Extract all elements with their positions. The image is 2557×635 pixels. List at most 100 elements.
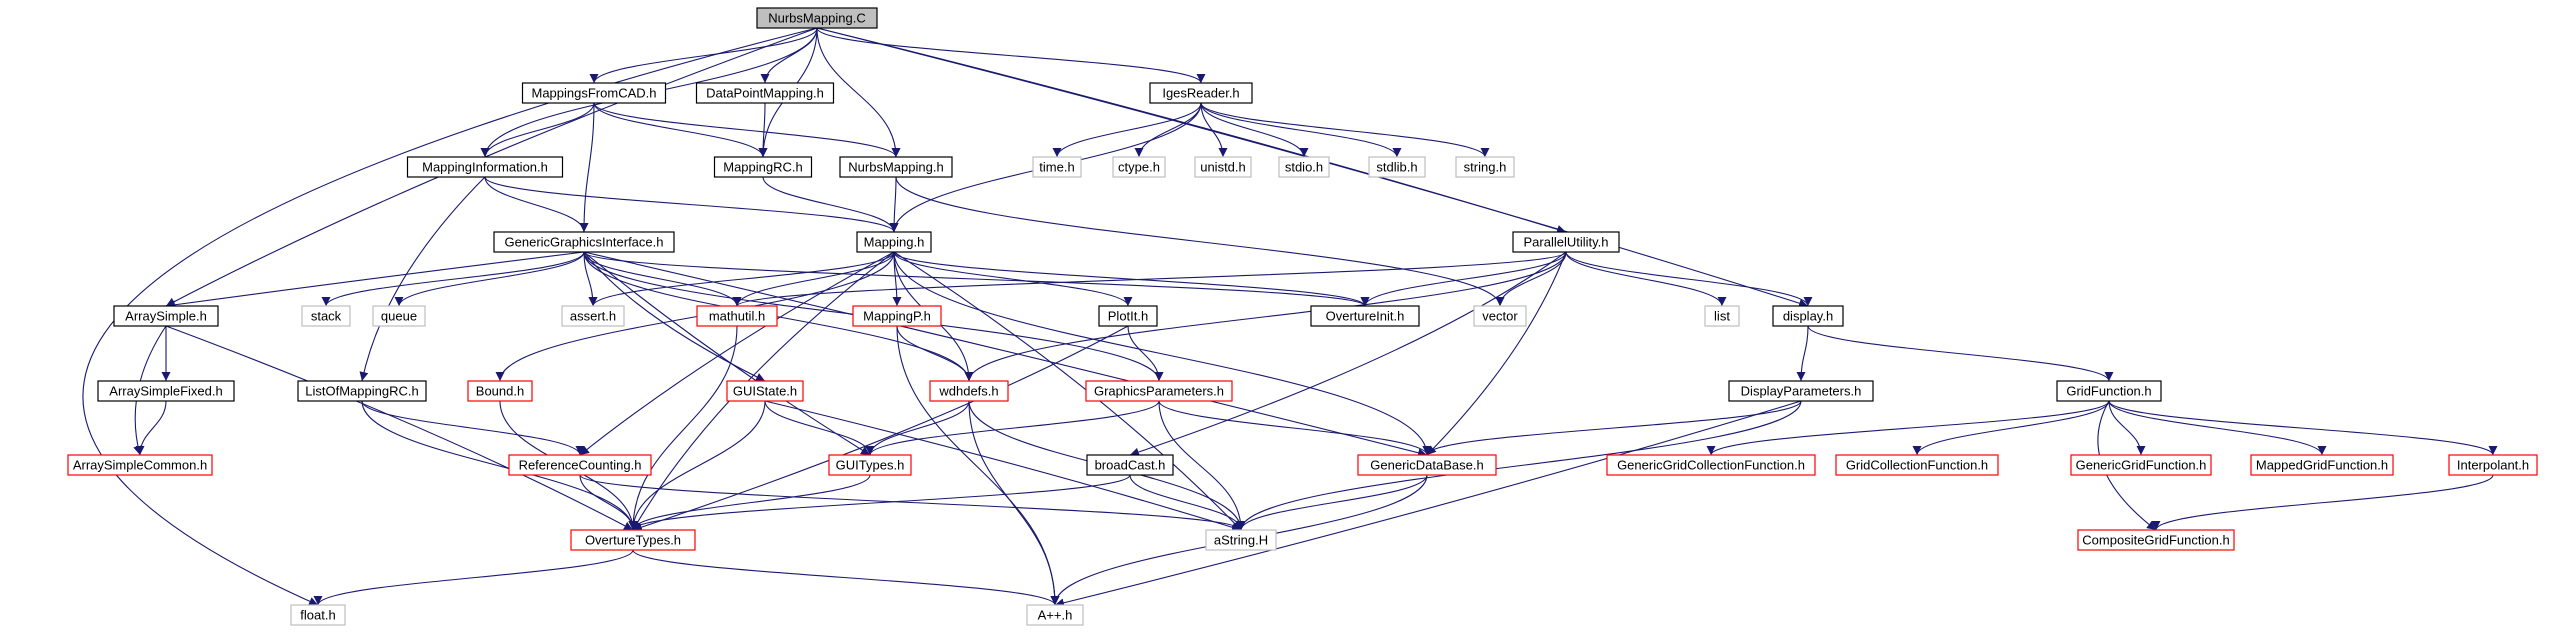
node-unistdh: unistd.h	[1194, 156, 1252, 178]
node-label-stringh: string.h	[1464, 159, 1507, 174]
node-root[interactable]: NurbsMapping.C	[756, 7, 878, 29]
node-box-bound	[467, 380, 533, 402]
edge-guitypes-to-otypes	[628, 474, 871, 531]
edge-minfo-to-ggi	[484, 176, 589, 233]
edge-lomrc-to-otypes	[361, 400, 638, 531]
edge-putil-to-display	[1565, 251, 1813, 307]
node-box-refcount	[508, 454, 652, 476]
node-box-vector	[1473, 305, 1527, 327]
edge-ggi-to-guitypes	[583, 251, 871, 456]
node-mappingp[interactable]: MappingP.h	[852, 305, 942, 327]
node-label-stdioh: stdio.h	[1285, 159, 1323, 174]
node-gcf[interactable]: GridCollectionFunction.h	[1835, 454, 1999, 476]
node-asimple[interactable]: ArraySimple.h	[113, 305, 219, 327]
node-box-gridfn	[2056, 380, 2162, 402]
node-mfcad[interactable]: MappingsFromCAD.h	[521, 82, 667, 104]
edge-interp-to-cgf	[2151, 474, 2494, 531]
node-dpm[interactable]: DataPointMapping.h	[695, 82, 835, 104]
node-label-floath: float.h	[300, 607, 335, 622]
node-label-oinit: OvertureInit.h	[1326, 308, 1405, 323]
node-box-wdhdefs	[929, 380, 1009, 402]
edge-root-to-iges	[816, 27, 1206, 84]
edge-root-to-putil	[816, 27, 1567, 234]
node-box-display	[1772, 305, 1844, 327]
node-label-bound: Bound.h	[476, 383, 524, 398]
edge-mfcad-to-minfo	[480, 102, 595, 158]
node-nurbs[interactable]: NurbsMapping.h	[839, 156, 953, 178]
edge-dpm-to-mrc	[758, 102, 768, 158]
node-box-root	[756, 7, 878, 29]
node-box-queue	[372, 305, 426, 327]
node-display[interactable]: display.h	[1772, 305, 1844, 327]
node-label-astring: aString.H	[1214, 532, 1268, 547]
node-interp[interactable]: Interpolant.h	[2448, 454, 2538, 476]
node-label-interp: Interpolant.h	[2457, 457, 2529, 472]
node-gparams[interactable]: GraphicsParameters.h	[1085, 380, 1233, 402]
node-box-iges	[1149, 82, 1253, 104]
node-box-mathutil	[696, 305, 778, 327]
node-mgf[interactable]: MappedGridFunction.h	[2250, 454, 2394, 476]
node-box-stringh	[1455, 156, 1515, 178]
node-mrc[interactable]: MappingRC.h	[713, 156, 813, 178]
edge-plotit-to-otypes	[632, 325, 1129, 532]
node-lomrc[interactable]: ListOfMappingRC.h	[297, 380, 427, 402]
node-label-otypes: OvertureTypes.h	[585, 532, 681, 547]
node-broadcast[interactable]: broadCast.h	[1086, 454, 1174, 476]
node-box-cgf	[2077, 529, 2235, 551]
edge-asimple-to-otypes	[165, 325, 634, 531]
edge-mapping-to-gdb	[893, 251, 1432, 456]
edge-putil-to-broadcast	[1129, 251, 1567, 457]
node-ggi[interactable]: GenericGraphicsInterface.h	[493, 231, 675, 253]
node-box-putil	[1512, 231, 1620, 253]
node-putil[interactable]: ParallelUtility.h	[1512, 231, 1620, 253]
node-label-unistdh: unistd.h	[1200, 159, 1246, 174]
node-cgf[interactable]: CompositeGridFunction.h	[2077, 529, 2235, 551]
edge-otypes-to-floath	[313, 549, 634, 606]
node-label-ggcf: GenericGridCollectionFunction.h	[1617, 457, 1805, 472]
node-label-wdhdefs: wdhdefs.h	[938, 383, 998, 398]
node-box-astring	[1205, 529, 1277, 551]
node-dparams[interactable]: DisplayParameters.h	[1728, 380, 1874, 402]
node-otypes[interactable]: OvertureTypes.h	[570, 529, 696, 551]
node-wdhdefs[interactable]: wdhdefs.h	[929, 380, 1009, 402]
edge-lomrc-to-refcount	[361, 400, 585, 456]
node-label-asfixed: ArraySimpleFixed.h	[109, 383, 222, 398]
node-asfixed[interactable]: ArraySimpleFixed.h	[97, 380, 235, 402]
node-box-mgf	[2250, 454, 2394, 476]
edge-nurbs-to-vector	[895, 176, 1505, 307]
node-plotit[interactable]: PlotIt.h	[1098, 305, 1158, 327]
node-guistate[interactable]: GUIState.h	[726, 380, 804, 402]
node-box-asfixed	[97, 380, 235, 402]
node-label-iges: IgesReader.h	[1162, 85, 1239, 100]
node-ggf[interactable]: GenericGridFunction.h	[2070, 454, 2212, 476]
node-bound[interactable]: Bound.h	[467, 380, 533, 402]
node-guitypes[interactable]: GUITypes.h	[828, 454, 912, 476]
edge-nurbs-to-mapping	[889, 176, 899, 233]
edge-mathutil-to-otypes	[628, 325, 738, 531]
node-box-ggi	[493, 231, 675, 253]
node-box-asimple	[113, 305, 219, 327]
edge-ggi-to-queue	[394, 251, 585, 307]
node-vector: vector	[1473, 305, 1527, 327]
node-gdb[interactable]: GenericDataBase.h	[1357, 454, 1497, 476]
node-box-guistate	[726, 380, 804, 402]
edge-dparams-to-appph	[1054, 400, 1802, 608]
edge-iges-to-ctypeh	[1134, 102, 1202, 158]
edge-plotit-to-gparams	[1127, 325, 1164, 382]
node-box-stdlibh	[1368, 156, 1426, 178]
node-ggcf[interactable]: GenericGridCollectionFunction.h	[1606, 454, 1816, 476]
node-stringh: string.h	[1455, 156, 1515, 178]
node-iges[interactable]: IgesReader.h	[1149, 82, 1253, 104]
node-refcount[interactable]: ReferenceCounting.h	[508, 454, 652, 476]
node-mapping[interactable]: Mapping.h	[856, 231, 932, 253]
node-gridfn[interactable]: GridFunction.h	[2056, 380, 2162, 402]
node-ascommon[interactable]: ArraySimpleCommon.h	[67, 454, 213, 476]
edge-gridfn-to-gcf	[1912, 400, 2110, 456]
node-minfo[interactable]: MappingInformation.h	[406, 156, 564, 178]
node-mathutil[interactable]: mathutil.h	[696, 305, 778, 327]
node-label-gparams: GraphicsParameters.h	[1094, 383, 1224, 398]
edge-mfcad-to-ggi	[579, 102, 595, 233]
node-oinit[interactable]: OvertureInit.h	[1310, 305, 1420, 327]
edge-iges-to-unistdh	[1200, 102, 1228, 158]
